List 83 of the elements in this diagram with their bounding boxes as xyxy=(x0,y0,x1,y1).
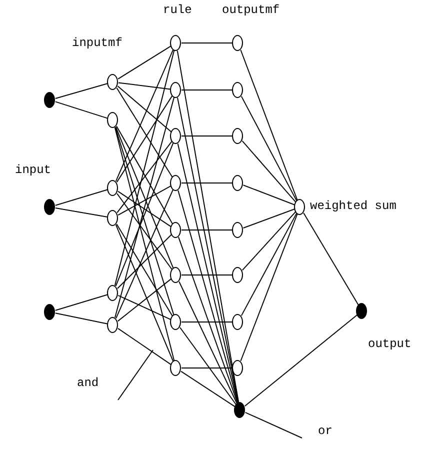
connector-line xyxy=(240,212,298,316)
neuron-circle xyxy=(170,360,181,376)
node-label: or xyxy=(318,424,332,438)
neuron-circle xyxy=(232,35,243,51)
connector-line xyxy=(117,278,172,322)
neuron-circle xyxy=(234,402,245,418)
connector-line xyxy=(118,185,172,216)
neuron-circle xyxy=(107,74,118,90)
neuron-circle xyxy=(232,360,243,376)
connector-line xyxy=(242,184,296,206)
connector-line xyxy=(54,83,108,99)
connector-line xyxy=(116,189,174,319)
connector-line xyxy=(178,281,238,404)
neuron-circle xyxy=(107,285,118,301)
connector-line xyxy=(240,50,298,200)
connector-line xyxy=(117,86,172,132)
connector-line xyxy=(242,208,296,228)
node-label: and xyxy=(77,376,99,390)
connector-line xyxy=(118,294,172,320)
connector-line xyxy=(181,42,233,44)
connector-line xyxy=(116,224,173,316)
column-heading: inputmf xyxy=(72,36,122,50)
connector-line xyxy=(118,46,172,80)
connector-line xyxy=(54,189,108,206)
connector-line xyxy=(115,142,174,287)
connector-line xyxy=(118,328,172,366)
connector-line xyxy=(118,190,172,228)
connector-line xyxy=(118,82,171,90)
neuron-circle xyxy=(170,175,181,191)
connector-line xyxy=(240,214,298,362)
neuron-circle xyxy=(44,199,55,215)
neuron-circle xyxy=(170,314,181,330)
connector-line xyxy=(114,127,175,361)
connector-line xyxy=(114,50,175,286)
neuron-circle xyxy=(232,128,243,144)
connector-line xyxy=(181,274,233,276)
neuron-circle xyxy=(232,267,243,283)
connector-line xyxy=(115,224,174,362)
connector-line xyxy=(115,49,174,182)
connector-line xyxy=(180,327,236,405)
connector-line xyxy=(54,294,108,311)
connector-line xyxy=(116,126,173,224)
neuron-circle xyxy=(232,175,243,191)
connector-line xyxy=(55,208,108,218)
connector-line xyxy=(116,140,172,214)
connector-line xyxy=(240,96,298,202)
node-caption: output xyxy=(368,337,412,351)
connector-line xyxy=(242,211,296,271)
neuron-circle xyxy=(232,314,243,330)
neuron-circle xyxy=(232,222,243,238)
connector-line xyxy=(115,126,174,269)
connector-line xyxy=(178,190,238,404)
neuron-circle xyxy=(107,112,118,128)
neuron-circle xyxy=(170,82,181,98)
leader-line xyxy=(118,350,154,400)
connector-line xyxy=(116,193,172,270)
node-caption: weighted sum xyxy=(310,199,396,213)
neuron-circle xyxy=(356,303,367,319)
neuron-circle xyxy=(44,92,55,108)
neuron-circle xyxy=(107,210,118,226)
column-heading: outputmf xyxy=(222,3,280,17)
connector-line xyxy=(180,370,236,408)
connector-line xyxy=(54,312,108,324)
leader-line xyxy=(244,412,302,438)
neuron-circle xyxy=(232,82,243,98)
neuron-circle xyxy=(170,222,181,238)
connector-line xyxy=(242,140,296,203)
connector-line xyxy=(244,314,358,407)
column-heading: input xyxy=(15,163,52,177)
neuron-circle xyxy=(170,267,181,283)
neuron-circle xyxy=(170,35,181,51)
neuron-circle xyxy=(44,304,55,320)
connector-line xyxy=(117,234,172,289)
connector-line xyxy=(177,143,239,403)
connector-line xyxy=(54,101,108,119)
connector-line xyxy=(178,236,238,404)
connector-line xyxy=(303,212,359,306)
neuron-circle xyxy=(294,199,305,215)
neuron-circle xyxy=(107,317,118,333)
neuron-circle xyxy=(107,180,118,196)
neuron-circle xyxy=(170,128,181,144)
column-heading: rule xyxy=(163,3,192,17)
connector-line xyxy=(181,182,233,184)
